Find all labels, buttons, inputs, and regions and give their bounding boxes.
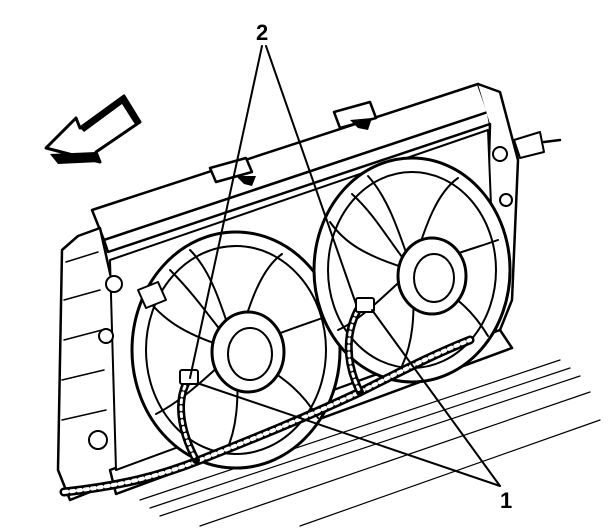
callout-1-label: 1 <box>500 488 512 513</box>
forward-arrow-icon <box>44 94 142 164</box>
callout-leader-lines <box>189 45 501 487</box>
fan-connectors <box>179 297 375 385</box>
callout-2-label: 2 <box>256 20 268 45</box>
callout-labels: 2 1 <box>256 20 512 513</box>
left-fan <box>130 230 342 470</box>
right-fan <box>312 156 512 384</box>
mounting-hardware <box>88 131 562 450</box>
